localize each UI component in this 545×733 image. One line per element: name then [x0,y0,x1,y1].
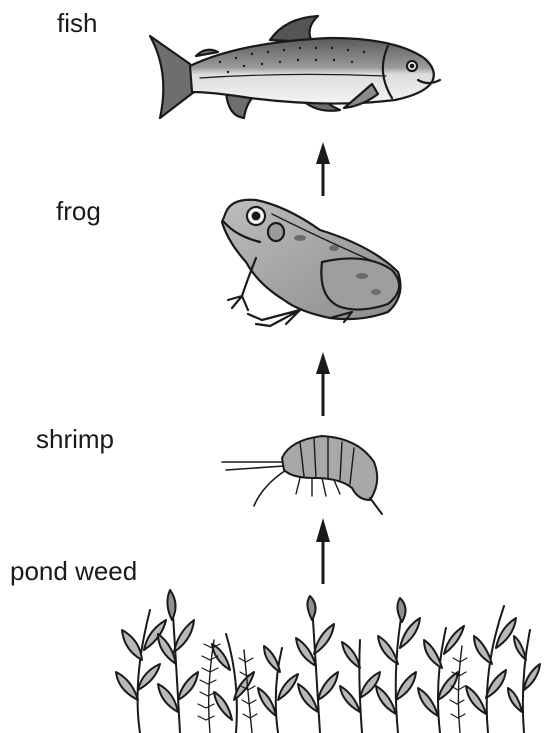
frog-icon [222,200,400,326]
shrimp-icon [222,436,382,514]
fish-icon [150,16,440,118]
arrow-shrimp-to-frog [316,352,330,416]
pond-weed-icon [116,590,540,733]
arrow-frog-to-fish [316,142,330,196]
arrow-weed-to-shrimp [316,518,330,584]
